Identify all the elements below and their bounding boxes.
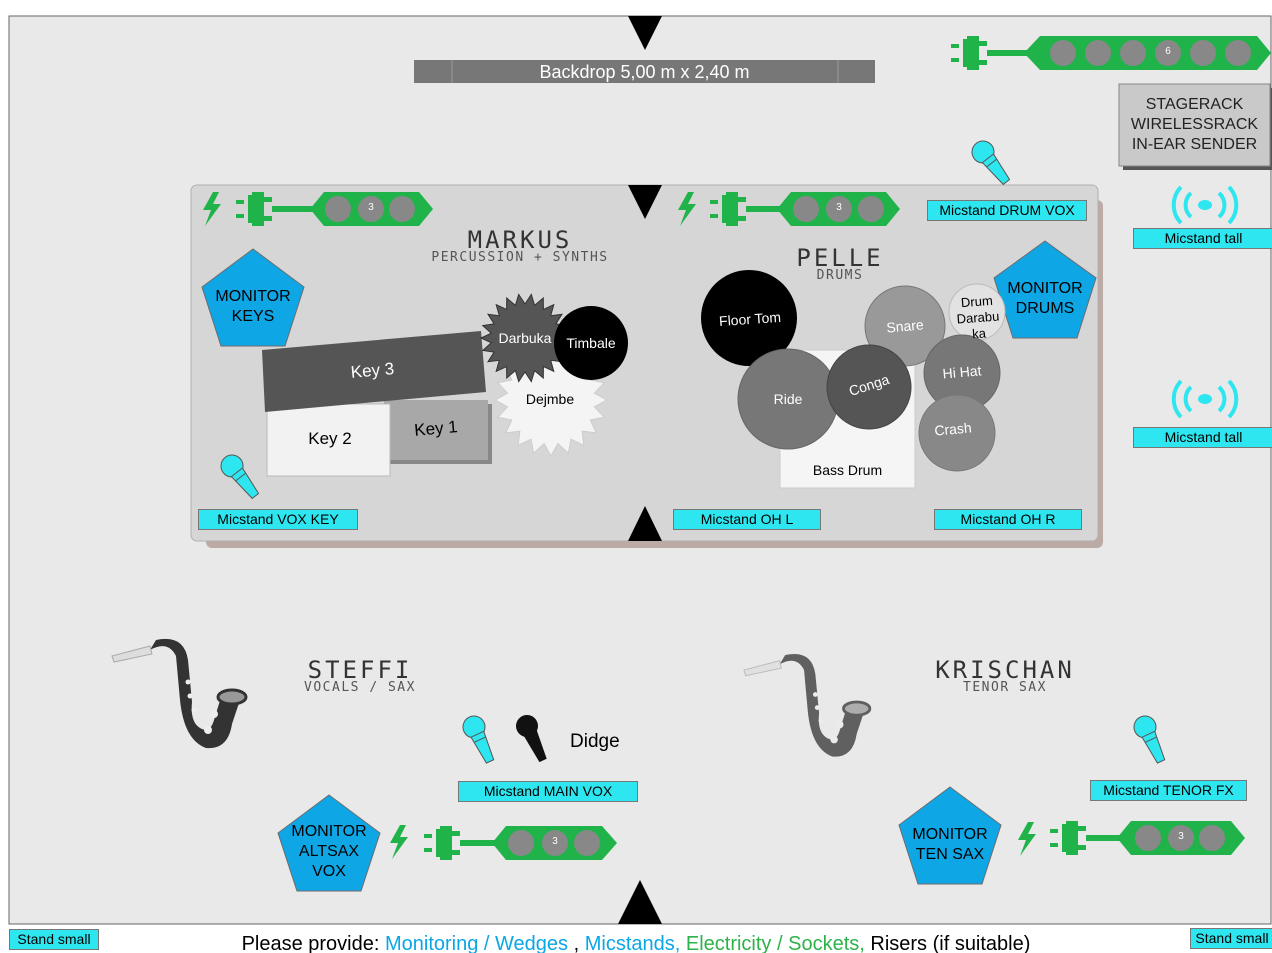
stand-small-left: Stand small (9, 929, 99, 950)
key-1 (384, 400, 488, 460)
monitor-tensax-line-1: MONITOR (912, 826, 988, 843)
riser-arrow-top (628, 185, 662, 219)
monitor-keys-label: MONITOR KEYS (203, 287, 303, 327)
dejmbe-label: Dejmbe (525, 391, 575, 407)
musician-role-steffi: VOCALS / SAX (304, 680, 416, 695)
ride-label: Ride (773, 391, 803, 407)
stagerack-label: STAGERACK WIRELESSRACK IN-EAR SENDER (1119, 95, 1270, 155)
power-strip-count-krischan: 3 (1178, 831, 1184, 842)
musician-name-pelle: PELLE (796, 244, 884, 272)
footer-risers: Risers (if suitable) (864, 933, 1031, 953)
micstand-oh-l: Micstand OH L (673, 509, 821, 530)
musician-krischan: KRISCHAN TENOR SAX (925, 656, 1085, 695)
darbuka-label: Darbuka (498, 330, 552, 346)
key-2 (266, 403, 391, 477)
musician-role-markus: PERCUSSION + SYNTHS (431, 250, 609, 265)
monitor-altsax-label: MONITOR ALTSAX VOX (279, 822, 379, 882)
mic-icon-didge (516, 715, 547, 763)
floor-tom (701, 270, 797, 366)
timbale (554, 306, 628, 380)
stage-arrow-top (628, 16, 662, 50)
power-strip-count-top-right: 6 (1165, 46, 1171, 57)
power-strip-top-right (951, 36, 1271, 70)
power-strip-count-pelle: 3 (836, 202, 842, 213)
timbale-label: Timbale (566, 335, 616, 351)
darbuka (479, 293, 571, 383)
power-strip-count-markus: 3 (368, 202, 374, 213)
footer-separator: , (568, 933, 585, 953)
musician-name-krischan: KRISCHAN (935, 656, 1075, 684)
micstand-vox-key: Micstand VOX KEY (198, 509, 358, 530)
power-strip-steffi (390, 825, 617, 860)
stagerack-line-1: STAGERACK (1145, 96, 1244, 113)
power-strip-pelle (678, 192, 900, 226)
stagerack (1118, 83, 1271, 167)
footer-monitoring: Monitoring / Wedges (384, 933, 569, 953)
musician-name-markus: MARKUS (467, 226, 573, 254)
backdrop (414, 60, 875, 83)
micstand-tenor-fx: Micstand TENOR FX (1090, 780, 1247, 801)
musician-steffi: STEFFI VOCALS / SAX (290, 656, 430, 695)
footer-micstands: Micstands, (584, 933, 681, 953)
stand-small-right: Stand small (1190, 928, 1272, 949)
power-strip-count-steffi: 3 (552, 836, 558, 847)
footer-electricity: Electricity / Sockets, (680, 933, 865, 953)
micstand-oh-r: Micstand OH R (934, 509, 1082, 530)
stagerack-line-3: IN-EAR SENDER (1131, 136, 1258, 153)
drum-darabuka-label: Drum Darabu ka (948, 292, 1007, 344)
musician-pelle: PELLE DRUMS (770, 244, 910, 283)
micstand-tall-1: Micstand tall (1133, 228, 1272, 249)
footer-note: Please provide: Monitoring / Wedges , Mi… (0, 933, 1272, 953)
monitor-drums (993, 240, 1097, 339)
monitor-tensax-label: MONITOR TEN SAX (900, 825, 1000, 865)
monitor-keys-line-1: MONITOR (215, 288, 291, 305)
power-strip-krischan (1018, 821, 1245, 856)
monitor-altsax-line-1: MONITOR (291, 823, 367, 840)
crash (918, 394, 996, 472)
musician-role-pelle: DRUMS (816, 268, 864, 283)
micstand-main-vox: Micstand MAIN VOX (458, 781, 638, 802)
monitor-keys-line-2: KEYS (231, 308, 275, 325)
musician-markus: MARKUS PERCUSSION + SYNTHS (410, 226, 630, 265)
footer-prefix: Please provide: (241, 933, 385, 953)
bass-drum-label: Bass Drum (812, 462, 883, 478)
musician-role-krischan: TENOR SAX (963, 680, 1047, 695)
monitor-altsax (277, 794, 381, 892)
stagerack-line-2: WIRELESSRACK (1130, 116, 1259, 133)
conga (826, 344, 912, 430)
monitor-drums-label: MONITOR DRUMS (995, 279, 1095, 319)
power-strip-markus (203, 192, 433, 226)
monitor-tensax-line-2: TEN SAX (915, 846, 985, 863)
key-2-label: Key 2 (308, 429, 352, 448)
monitor-altsax-line-2: ALTSAX (298, 843, 360, 860)
monitor-altsax-line-3: VOX (312, 863, 346, 880)
musician-name-steffi: STEFFI (307, 656, 413, 684)
key-3 (262, 331, 486, 412)
monitor-drums-line-1: MONITOR (1007, 280, 1083, 297)
backdrop-label: Backdrop 5,00 m x 2,40 m (539, 62, 750, 82)
didge-label: Didge (570, 731, 620, 752)
monitor-keys (201, 248, 305, 347)
riser-arrow-bottom (628, 506, 662, 541)
monitor-tensax (898, 786, 1002, 885)
monitor-drums-line-2: DRUMS (1015, 300, 1075, 317)
micstand-tall-2: Micstand tall (1133, 427, 1272, 448)
micstand-drum-vox: Micstand DRUM VOX (927, 200, 1087, 221)
stage-arrow-bottom (618, 880, 662, 924)
